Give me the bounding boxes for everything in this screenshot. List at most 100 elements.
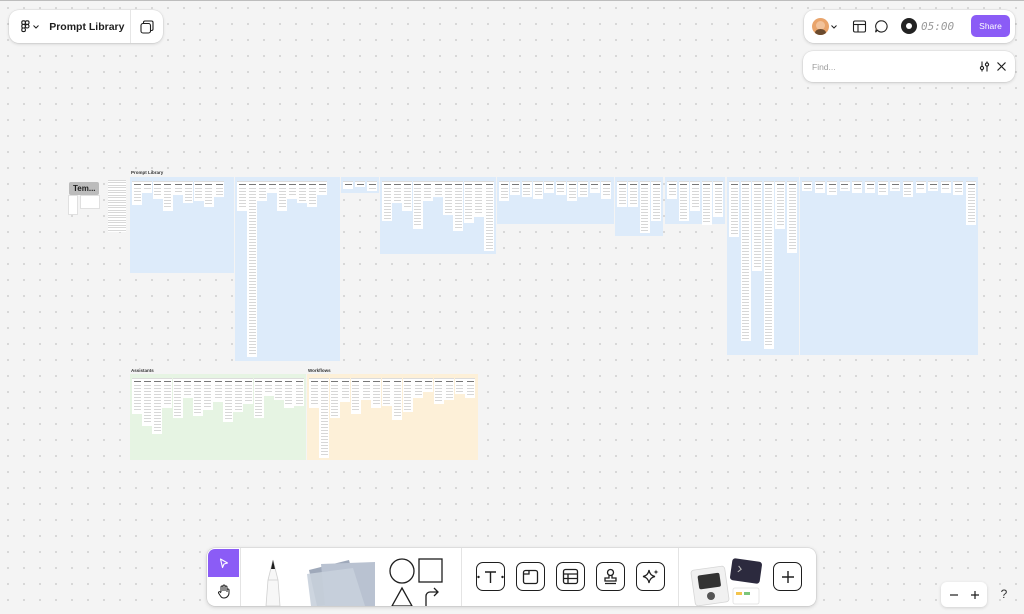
prompt-card-column[interactable] (361, 378, 371, 400)
prompt-card-column[interactable] (775, 181, 786, 229)
file-title[interactable]: Prompt Library (49, 20, 125, 33)
prompt-card-column[interactable] (667, 181, 677, 199)
prompt-card-column[interactable] (617, 181, 627, 207)
prompt-card-column[interactable] (444, 378, 455, 400)
prompt-card-column[interactable] (172, 378, 183, 418)
prompt-card-column[interactable] (162, 181, 173, 211)
prompt-card-column[interactable] (392, 181, 403, 203)
prompt-card-column[interactable] (247, 181, 257, 357)
prompt-card-column[interactable] (319, 378, 330, 458)
prompt-card-column[interactable] (340, 378, 351, 402)
template-sticky[interactable]: Tem... (69, 182, 99, 195)
prompt-card-column[interactable] (392, 378, 403, 420)
prompt-card-column[interactable] (267, 181, 277, 193)
prompt-card-column[interactable] (413, 378, 423, 398)
section-tool[interactable] (516, 562, 545, 591)
prompt-card-column[interactable] (253, 378, 264, 418)
prompt-card-column[interactable] (763, 181, 774, 349)
prompt-card-column[interactable] (297, 181, 307, 203)
prompt-card-column[interactable] (193, 181, 204, 201)
prompt-card-column[interactable] (142, 378, 153, 426)
prompt-card-column[interactable] (473, 181, 484, 217)
prompt-card-column[interactable] (555, 181, 566, 195)
text-tool[interactable] (476, 562, 505, 591)
prompt-card-column[interactable] (802, 181, 812, 191)
prompt-card-column[interactable] (953, 181, 964, 195)
template-card[interactable] (68, 195, 78, 215)
prompt-card-column[interactable] (213, 378, 223, 402)
prompt-card-column[interactable] (928, 181, 939, 191)
prompt-card-column[interactable] (966, 181, 976, 225)
prompt-library-frame[interactable] (800, 177, 978, 355)
more-tools-button[interactable] (773, 562, 802, 591)
prompt-card-column[interactable] (589, 181, 600, 193)
prompt-card-column[interactable] (827, 181, 838, 195)
prompt-card-column[interactable] (294, 378, 304, 406)
select-tool[interactable] (208, 549, 239, 577)
prompt-card-column[interactable] (412, 181, 423, 229)
prompt-card-column[interactable] (465, 378, 475, 398)
prompt-card-column[interactable] (651, 181, 661, 221)
prompt-card-column[interactable] (287, 181, 297, 199)
prompt-card-column[interactable] (839, 181, 850, 191)
comment-icon[interactable] (874, 19, 889, 34)
prompt-card-column[interactable] (443, 181, 454, 215)
prompt-card-column[interactable] (152, 378, 163, 434)
zoom-out-button[interactable] (945, 586, 962, 603)
prompt-card-column[interactable] (183, 181, 194, 203)
prompt-card-column[interactable] (433, 378, 444, 404)
layout-icon[interactable] (852, 19, 867, 34)
hand-tool[interactable] (208, 578, 239, 605)
prompt-card-column[interactable] (752, 181, 763, 271)
prompt-card-column[interactable] (237, 181, 247, 211)
prompt-card-column[interactable] (852, 181, 863, 193)
prompt-card-column[interactable] (317, 181, 327, 195)
prompt-card-column[interactable] (329, 378, 340, 418)
prompt-card-column[interactable] (350, 378, 361, 414)
prompt-card-column[interactable] (544, 181, 555, 193)
prompt-card-column[interactable] (367, 181, 377, 191)
prompt-card-column[interactable] (162, 378, 173, 408)
filter-sliders-icon[interactable] (978, 60, 991, 73)
template-text-column[interactable] (108, 180, 126, 232)
prompt-card-column[interactable] (433, 181, 443, 197)
prompt-card-column[interactable] (402, 181, 413, 211)
shapes-icon[interactable] (387, 558, 449, 606)
prompt-card-column[interactable] (371, 378, 382, 408)
prompt-card-column[interactable] (277, 181, 287, 211)
prompt-card-column[interactable] (355, 181, 365, 187)
prompt-card-column[interactable] (173, 181, 183, 195)
share-button[interactable]: Share (971, 15, 1010, 37)
prompt-card-column[interactable] (499, 181, 509, 201)
prompt-card-column[interactable] (132, 378, 142, 414)
prompt-card-column[interactable] (463, 181, 474, 223)
sticky-notes-icon[interactable] (303, 558, 379, 606)
avatar-button[interactable] (812, 18, 837, 35)
prompt-card-column[interactable] (243, 378, 254, 404)
help-button[interactable]: ? (1000, 587, 1008, 601)
main-menu-button[interactable] (9, 10, 49, 43)
prompt-card-column[interactable] (233, 378, 244, 412)
ai-actions-tool[interactable] (636, 562, 665, 591)
prompt-card-column[interactable] (422, 181, 433, 201)
prompt-card-column[interactable] (402, 378, 413, 412)
prompt-card-column[interactable] (142, 181, 153, 193)
prompt-card-column[interactable] (453, 181, 464, 231)
prompt-card-column[interactable] (690, 181, 700, 211)
prompt-card-column[interactable] (214, 181, 224, 197)
prompt-card-column[interactable] (567, 181, 577, 201)
find-input[interactable] (812, 57, 962, 76)
prompt-card-column[interactable] (273, 378, 284, 400)
prompt-card-column[interactable] (263, 378, 274, 396)
table-tool[interactable] (556, 562, 585, 591)
prompt-card-column[interactable] (132, 181, 142, 205)
prompt-card-column[interactable] (902, 181, 913, 197)
close-icon[interactable] (995, 60, 1008, 73)
prompt-card-column[interactable] (307, 181, 317, 207)
zoom-in-button[interactable] (966, 586, 983, 603)
prompt-card-column[interactable] (381, 378, 392, 406)
prompt-card-column[interactable] (729, 181, 739, 237)
prompt-card-column[interactable] (628, 181, 639, 207)
prompt-card-column[interactable] (223, 378, 234, 422)
stamp-tool[interactable] (596, 562, 625, 591)
